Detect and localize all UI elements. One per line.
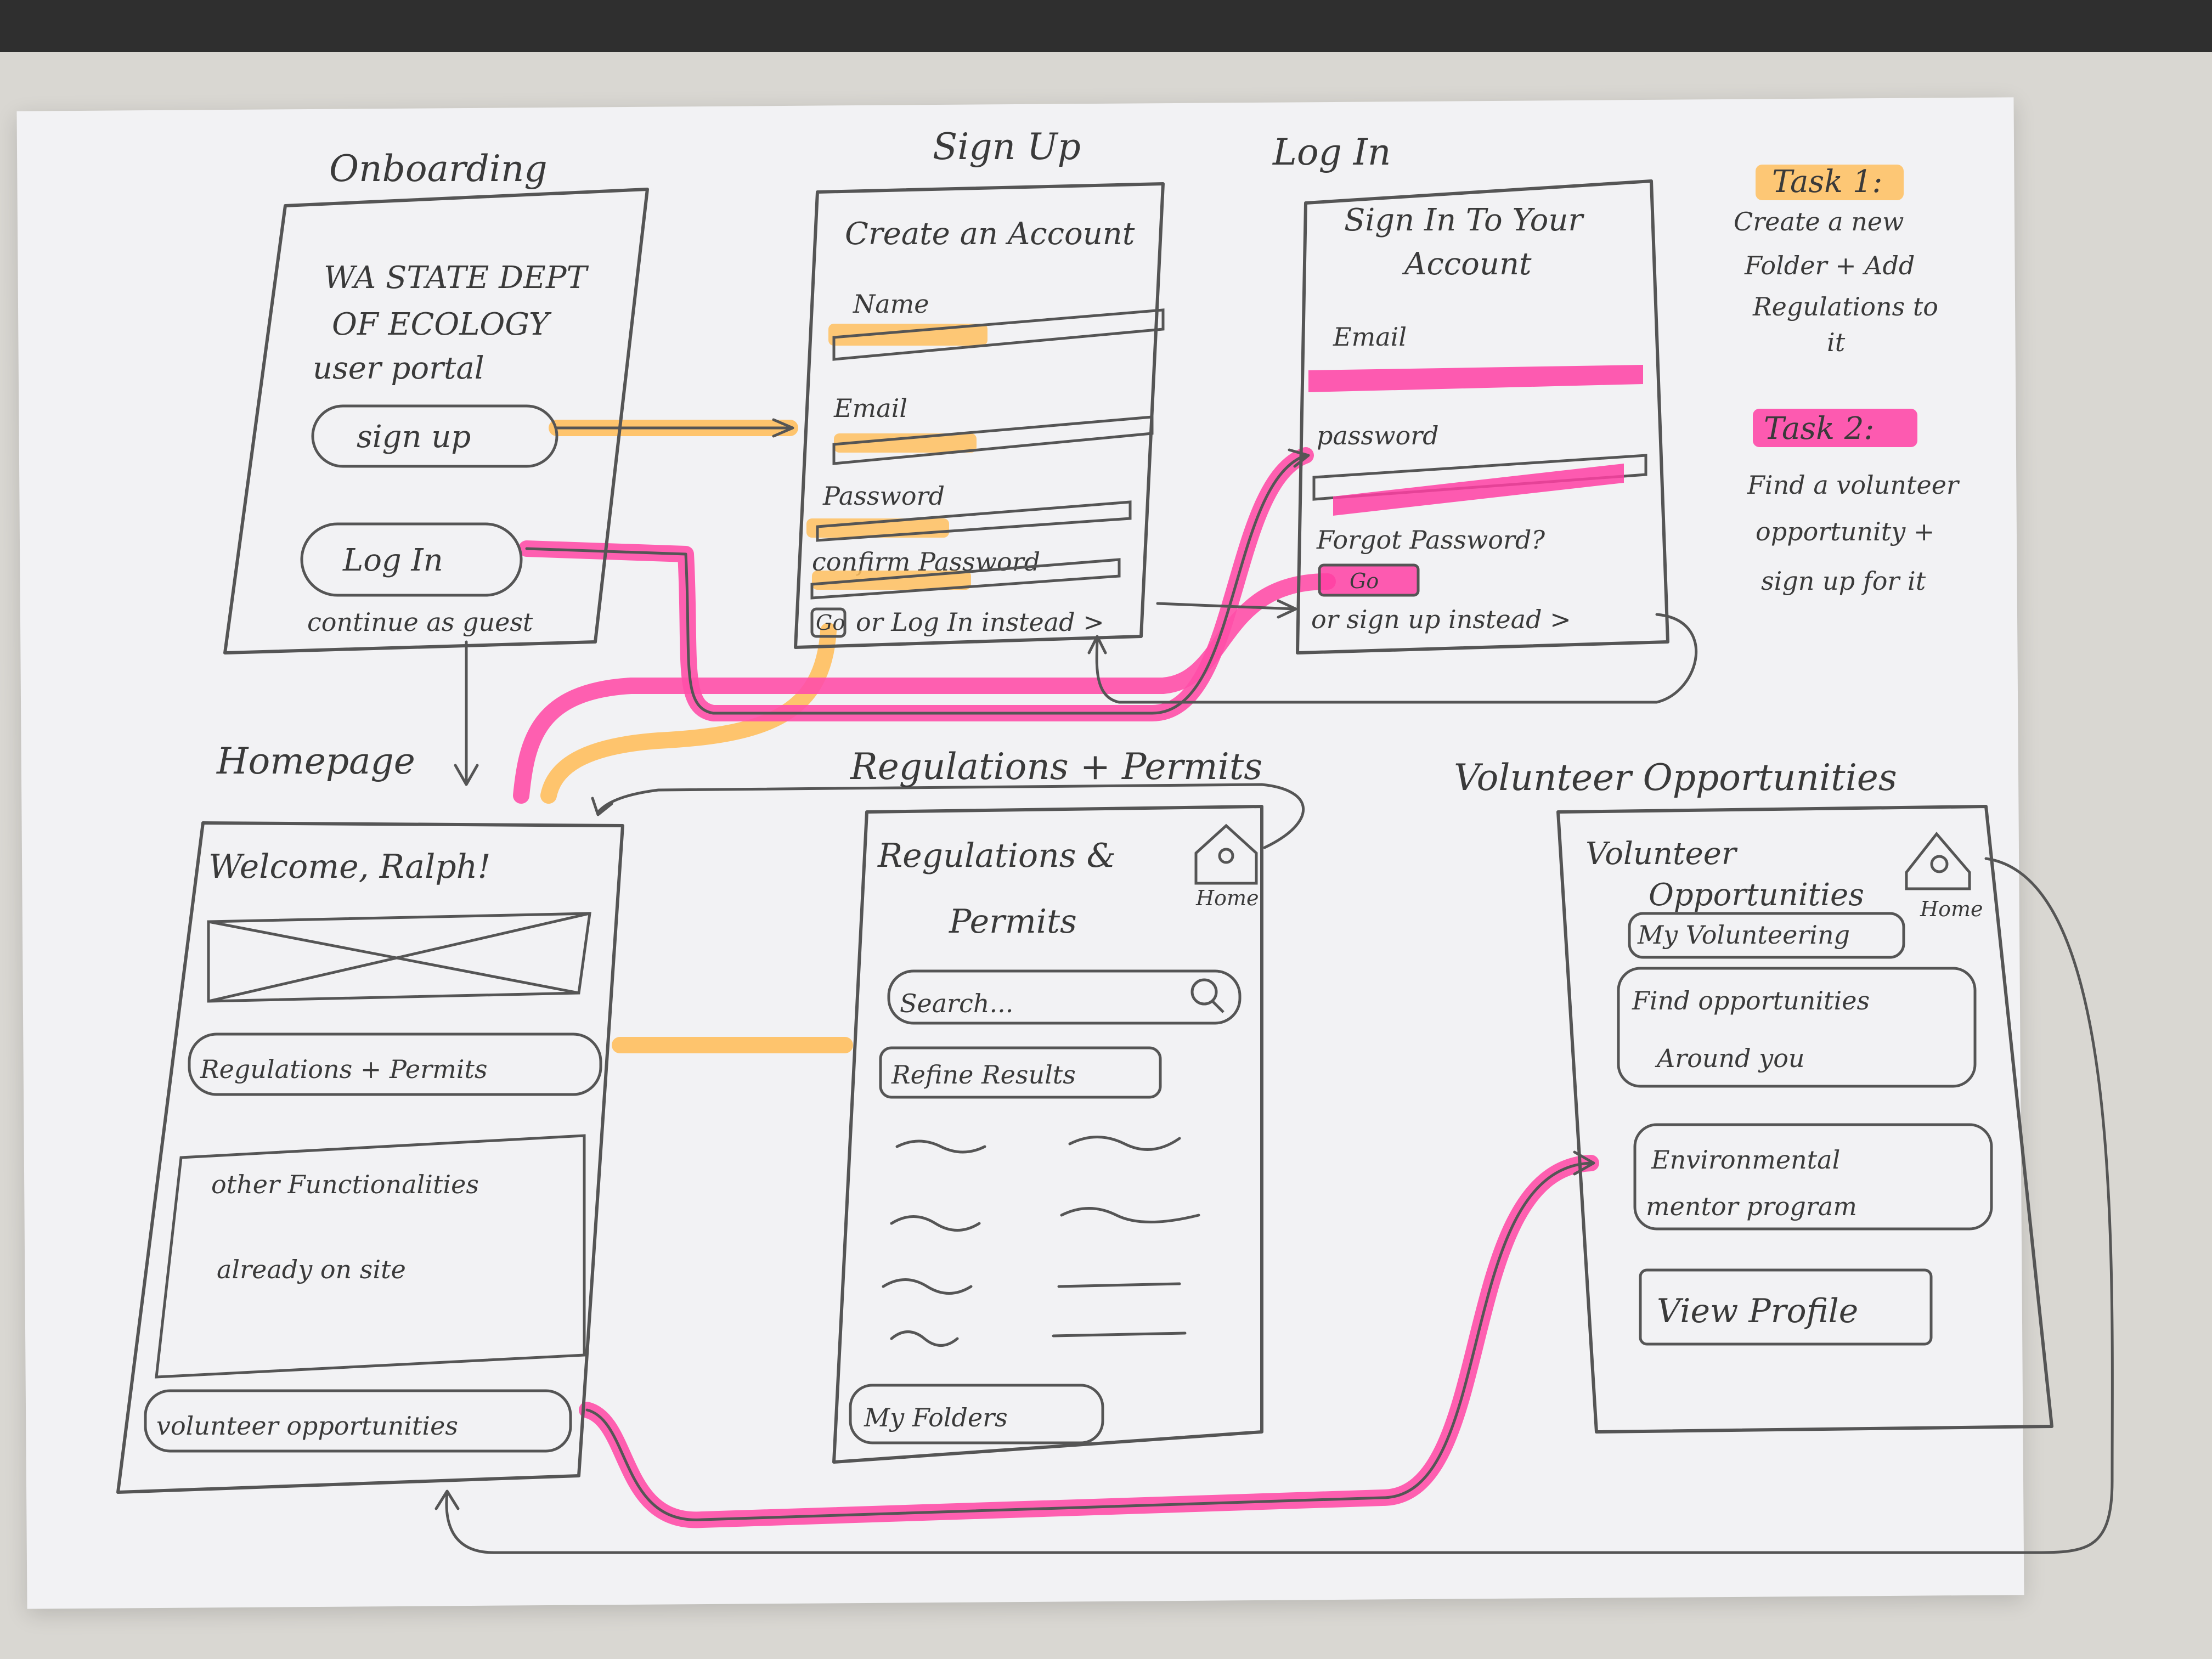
signup-email-label: Email	[833, 393, 907, 423]
onboarding-org-line2: OF ECOLOGY	[332, 307, 552, 342]
regulations-home-label: Home	[1195, 886, 1259, 910]
login-password-label: password	[1317, 421, 1439, 450]
task-1-line: Create a new	[1734, 207, 1904, 236]
arrow-login-link	[1156, 599, 1297, 619]
regulations-refine-button[interactable]: Refine Results	[879, 1046, 1162, 1099]
onboarding-screen	[223, 188, 649, 654]
onboarding-signup-button[interactable]: sign up	[311, 404, 558, 468]
login-heading-line1: Sign In To Your	[1344, 202, 1584, 238]
homepage-other-line2: already on site	[217, 1255, 406, 1284]
onboarding-login-button[interactable]: Log In	[300, 522, 523, 597]
onboarding-login-label: Log In	[342, 543, 443, 578]
login-screen	[1296, 179, 1669, 654]
regulations-heading-line1: Regulations &	[877, 837, 1116, 875]
homepage-regulations-label: Regulations + Permits	[200, 1054, 488, 1084]
homepage-screen	[116, 821, 624, 1494]
homepage-banner-image	[207, 912, 591, 1003]
task-1-line: it	[1827, 328, 1846, 357]
flow-volunteer-task2	[579, 1155, 1599, 1528]
regulations-title: Regulations + Permits	[850, 746, 1262, 788]
volunteer-find-line2: Around you	[1655, 1043, 1805, 1073]
arrow-guest-to-home	[454, 640, 479, 786]
signup-go-label: Go	[816, 611, 845, 635]
onboarding-signup-label: sign up	[357, 419, 471, 455]
login-email-label: Email	[1333, 322, 1407, 352]
homepage-volunteer-button[interactable]: volunteer opportunities	[144, 1389, 572, 1453]
arrow-regs-home	[591, 783, 1305, 849]
search-icon	[1190, 978, 1224, 1013]
arrow-volunteer-home	[435, 857, 2114, 1554]
homepage-welcome: Welcome, Ralph!	[208, 848, 490, 886]
login-forgot-link[interactable]: Forgot Password?	[1316, 525, 1545, 555]
house-icon	[1905, 832, 1971, 890]
signup-screen	[794, 182, 1165, 649]
volunteer-environmental-card[interactable]: Environmental mentor program	[1633, 1123, 1993, 1231]
regulations-screen	[832, 805, 1263, 1464]
task-2: Task 2: Find a volunteer opportunity + s…	[1747, 409, 1960, 596]
signup-login-link[interactable]: or Log In instead >	[856, 607, 1104, 637]
regulations-search-input[interactable]: Search...	[887, 969, 1242, 1025]
login-go-button[interactable]: Go	[1318, 563, 1420, 597]
volunteer-env-line1: Environmental	[1651, 1145, 1840, 1175]
onboarding-title: Onboarding	[329, 148, 548, 190]
house-icon	[1194, 823, 1258, 885]
homepage-regulations-button[interactable]: Regulations + Permits	[188, 1032, 602, 1096]
homepage-other-line1: other Functionalities	[211, 1170, 479, 1199]
regulations-results-list	[882, 1136, 1200, 1347]
task-2-label: Task 2:	[1764, 411, 1874, 447]
regulations-refine-label: Refine Results	[891, 1060, 1076, 1090]
homepage-volunteer-label: volunteer opportunities	[156, 1411, 458, 1441]
signup-go-button[interactable]: Go	[810, 607, 847, 638]
task-2-line: sign up for it	[1761, 566, 1926, 596]
volunteer-title: Volunteer Opportunities	[1454, 757, 1897, 799]
volunteer-profile-button[interactable]: View Profile	[1639, 1268, 1933, 1346]
volunteer-heading-line2: Opportunities	[1649, 877, 1864, 913]
login-password-field[interactable]	[1312, 454, 1647, 501]
volunteer-heading-line1: Volunteer	[1585, 836, 1738, 872]
task-2-line: opportunity +	[1756, 517, 1934, 546]
volunteer-my-volunteering-button[interactable]: My Volunteering	[1628, 912, 1905, 959]
task-1-line: Regulations to	[1752, 292, 1938, 321]
task-1-label: Task 1:	[1772, 164, 1882, 200]
desk-edge	[0, 0, 2212, 52]
regulations-heading-line2: Permits	[949, 902, 1077, 941]
volunteer-home-button[interactable]: Home	[1905, 832, 1983, 921]
login-heading-line2: Account	[1402, 246, 1532, 282]
arrow-signup	[555, 418, 794, 438]
regulations-folders-button[interactable]: My Folders	[849, 1384, 1104, 1444]
volunteer-find-card[interactable]: Find opportunities Around you	[1617, 967, 1977, 1088]
signup-password-label: Password	[822, 481, 945, 511]
volunteer-screen	[1556, 805, 2053, 1434]
signup-confirm-field[interactable]	[810, 558, 1121, 600]
flow-login-go-to-home	[513, 573, 1336, 804]
onboarding-org-line3: user portal	[313, 351, 484, 386]
login-title: Log In	[1272, 131, 1391, 173]
login-email-field[interactable]	[1308, 365, 1643, 392]
volunteer-env-line2: mentor program	[1646, 1192, 1857, 1221]
signup-name-field[interactable]	[832, 308, 1165, 361]
task-2-line: Find a volunteer	[1747, 470, 1960, 500]
regulations-search-placeholder: Search...	[900, 989, 1013, 1018]
login-signup-link[interactable]: or sign up instead >	[1311, 605, 1571, 634]
signup-email-field[interactable]	[832, 415, 1154, 465]
regulations-home-button[interactable]: Home	[1194, 823, 1259, 910]
signup-name-label: Name	[853, 289, 929, 319]
homepage-title: Homepage	[216, 740, 415, 782]
volunteer-my-volunteering-label: My Volunteering	[1637, 920, 1850, 950]
onboarding-guest-link[interactable]: continue as guest	[307, 607, 533, 637]
regulations-folders-label: My Folders	[864, 1403, 1008, 1432]
login-go-label: Go	[1350, 569, 1379, 593]
signup-title: Sign Up	[933, 126, 1081, 168]
homepage-other-section: other Functionalities already on site	[155, 1134, 586, 1379]
signup-heading: Create an Account	[845, 216, 1135, 252]
signup-password-field[interactable]	[816, 500, 1132, 542]
task-1-line: Folder + Add	[1744, 251, 1915, 280]
volunteer-home-label: Home	[1920, 897, 1983, 921]
arrow-login	[525, 448, 1310, 715]
volunteer-profile-label: View Profile	[1657, 1292, 1858, 1330]
onboarding-org-line1: WA STATE DEPT	[324, 260, 589, 296]
task-1: Task 1: Create a new Folder + Add Regula…	[1734, 164, 1938, 357]
volunteer-find-line1: Find opportunities	[1632, 986, 1870, 1015]
